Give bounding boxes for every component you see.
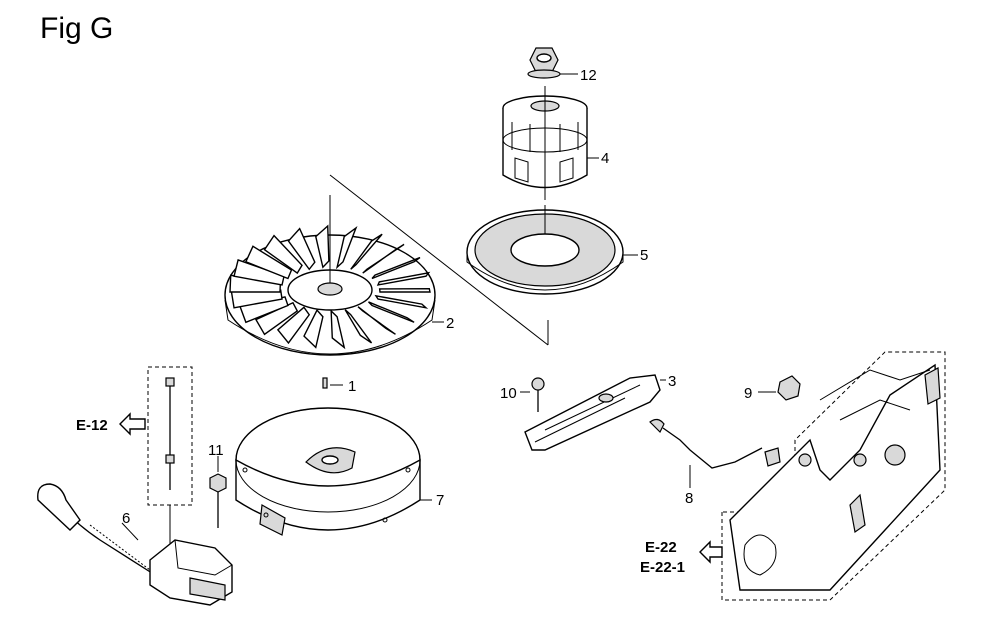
fan-blade [344,309,373,344]
callout-11: 11 [208,442,224,459]
part-10-screw [520,377,545,412]
callout-3: 3 [668,373,676,390]
fan-blade [314,224,330,269]
part-1-pin [322,377,343,389]
fan-blade [303,308,324,349]
callout-12: 12 [580,67,597,84]
callout-4: 4 [601,150,609,167]
fan-blade [371,256,421,280]
control-base-assembly [721,351,946,601]
fan-blade [368,301,415,323]
fan-blade [244,245,293,280]
fan-blade [350,233,383,270]
figure-title: Fig G [40,12,114,45]
reference-e12-label: E-12 [76,417,108,434]
callout-6: 6 [122,510,130,527]
fan-blade [276,306,311,345]
fan-blade [229,274,282,293]
part-4-starter-pulley [502,86,588,200]
part-3-bracket [524,374,666,451]
callout-8: 8 [685,490,693,507]
fan-blade [335,225,358,270]
part-6-ignition-coil [37,366,233,606]
callout-2: 2 [446,315,454,332]
part-7-flywheel [235,407,432,536]
callout-10: 10 [500,385,517,402]
fan-blade [330,309,346,350]
fan-blade [362,243,405,274]
part-12-nut [527,47,561,79]
part-8-wire [649,418,781,488]
callout-7: 7 [436,492,444,509]
part-9-clip [758,375,801,401]
reference-e12 [119,412,146,436]
fan-blade [287,227,316,271]
callout-1: 1 [348,378,356,395]
fan-blade [378,288,431,293]
fan-blade [376,271,431,286]
callout-9: 9 [744,385,752,402]
fan-blade [357,306,396,335]
fan-blade [233,258,285,286]
reference-e22-1-label: E-22-1 [640,559,685,576]
fan-blade [374,294,429,309]
callout-5: 5 [640,247,648,264]
fan-blade [254,301,299,336]
part-5-screen-grid [466,205,624,295]
reference-e22-label: E-22 [645,539,677,556]
fan-blade [263,234,303,275]
part-11-bolt [209,456,227,528]
part-2-flywheel-fan [224,174,549,356]
reference-e22 [699,540,723,564]
